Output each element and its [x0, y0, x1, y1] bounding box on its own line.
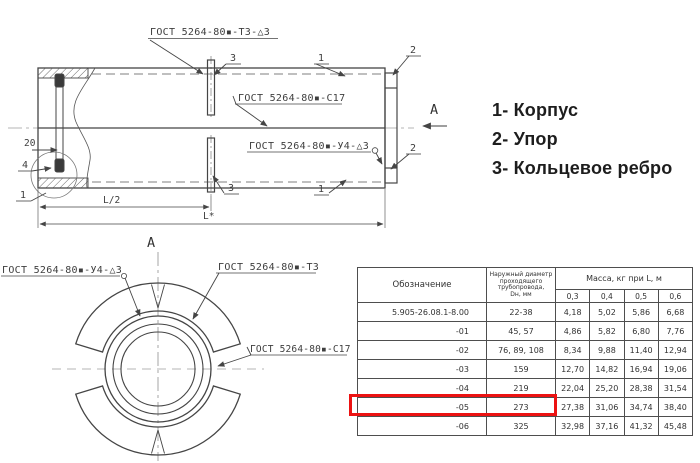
cell-mass: 41,32: [623, 416, 659, 436]
cell-mass: 14,82: [589, 359, 625, 379]
cell-diameter: 325: [486, 416, 556, 436]
table-row: -03 159 12,70 14,82 16,94 19,06: [357, 359, 694, 379]
legend-item-upor: 2- Упор: [492, 129, 558, 149]
cell-mass: 37,16: [589, 416, 625, 436]
legend-item-korpus: 1- Корпус: [492, 100, 579, 120]
cell-mass: 22,04: [554, 378, 591, 398]
diameter-header-line: трубопровода,: [497, 284, 545, 291]
cell-mass: 9,88: [589, 340, 625, 360]
table-subheader-row: 0,3 0,4 0,5 0,6: [358, 289, 694, 303]
cell-designation: 5.905-26.08.1-8.00: [357, 302, 487, 322]
part-label-stop-top: 2: [410, 45, 416, 56]
part-label-rib-bottom: 3: [228, 183, 234, 194]
cell-mass: 11,40: [623, 340, 659, 360]
diameter-header-line: Dн, мм: [510, 290, 532, 298]
table-row: -02 76, 89, 108 8,34 9,88 11,40 12,94: [357, 340, 694, 360]
cell-mass: 7,76: [657, 321, 694, 341]
weld-callout-u4: ГОСТ 5264-80▪-У4-△3: [2, 265, 122, 276]
cell-mass: 12,94: [657, 340, 694, 360]
weld-callout-t3: ГОСТ 5264-80▪-Т3: [218, 262, 319, 273]
table-row: -04 219 22,04 25,20 28,38 31,54: [357, 378, 694, 398]
col-header-diameter: Наружный диаметр проходящего трубопровод…: [486, 267, 556, 303]
col-header-L03: 0,3: [554, 289, 591, 303]
col-header-L05: 0,5: [623, 289, 659, 303]
cell-mass: 4,86: [554, 321, 591, 341]
ring-ribs: [206, 56, 216, 198]
callout-underlines: [16, 38, 421, 202]
cell-mass: 27,38: [554, 397, 591, 417]
section-view-drawing: А ГОСТ 526: [1, 235, 350, 461]
cell-mass: 32,98: [554, 416, 591, 436]
cell-mass: 5,86: [623, 302, 659, 322]
highlight-box: [349, 394, 557, 416]
view-arrow-letter: А: [430, 102, 438, 118]
break-wave-line: [73, 67, 96, 189]
cell-mass: 34,74: [623, 397, 659, 417]
dimension-lines: [37, 189, 386, 228]
cell-mass: 38,40: [657, 397, 694, 417]
cell-diameter: 22-38: [486, 302, 556, 322]
table-row: -06 325 32,98 37,16 41,32 45,48: [357, 416, 694, 436]
diameter-header-line: проходящего: [499, 277, 543, 285]
cell-mass: 6,68: [657, 302, 694, 322]
cell-diameter: 76, 89, 108: [486, 340, 556, 360]
dim-full-length: L*: [203, 211, 214, 222]
legend-item-rebro: 3- Кольцевое ребро: [492, 158, 673, 178]
cell-designation: -06: [357, 416, 487, 436]
inner-ring: [54, 73, 65, 173]
diameter-header-line: Наружный диаметр: [489, 271, 553, 278]
cell-mass: 16,94: [623, 359, 659, 379]
col-header-L04: 0,4: [589, 289, 625, 303]
weld-callout-c17: ГОСТ 5264-80▪-С17: [238, 93, 345, 104]
weld-callout-c17: ГОСТ 5264-80▪-С17: [250, 344, 350, 355]
dim-offset-20: 20: [24, 138, 36, 149]
pipe-circles: [104, 315, 212, 423]
cell-mass: 19,06: [657, 359, 694, 379]
part-label-rib-top: 3: [230, 53, 236, 64]
cell-mass: 8,34: [554, 340, 591, 360]
part-label-ring: 4: [22, 160, 28, 171]
cell-designation: -03: [357, 359, 487, 379]
part-label-body-bottom: 1: [318, 184, 324, 195]
col-header-designation: Обозначение: [357, 267, 487, 303]
weld-callout-u4: ГОСТ 5264-80▪-У4-△3: [249, 141, 369, 152]
cell-mass: 45,48: [657, 416, 694, 436]
cell-designation: -02: [357, 340, 487, 360]
section-centerlines: [52, 252, 264, 461]
cell-mass: 4,18: [554, 302, 591, 322]
cell-diameter: 159: [486, 359, 556, 379]
section-underlines: [1, 272, 347, 356]
cell-diameter: 45, 57: [486, 321, 556, 341]
cell-mass: 31,54: [657, 378, 694, 398]
part-label-detail: 1: [20, 190, 26, 201]
shell-body: [37, 67, 386, 189]
section-leaders: [124, 272, 252, 367]
part-label-stop-bottom: 2: [410, 143, 416, 154]
dim-half-length: L/2: [103, 195, 120, 206]
section-title: А: [147, 235, 155, 251]
weld-all-around-flag: [121, 273, 128, 280]
spec-table: Обозначение Наружный диаметр проходящего…: [357, 267, 694, 436]
cell-mass: 6,80: [623, 321, 659, 341]
main-view-drawing: ГОСТ 5264-80▪-Т3-△3 ГОСТ 5264-80▪-С17 ГО…: [8, 27, 447, 228]
col-header-mass: Масса, кг при L, м: [555, 267, 693, 290]
weld-callout-t3: ГОСТ 5264-80▪-Т3-△3: [150, 27, 270, 38]
cell-mass: 31,06: [589, 397, 625, 417]
col-header-L06: 0,6: [657, 289, 694, 303]
cell-mass: 5,02: [589, 302, 625, 322]
split-ring-rib: [74, 282, 242, 456]
hidden-wall-lines: [92, 73, 383, 183]
part-label-body-top: 1: [318, 53, 324, 64]
cell-mass: 25,20: [589, 378, 625, 398]
weld-all-around-flag: [371, 147, 379, 154]
leader-lines: [30, 39, 410, 202]
cell-mass: 5,82: [589, 321, 625, 341]
table-row: -01 45, 57 4,86 5,82 6,80 7,76: [357, 321, 694, 341]
parts-legend: 1- Корпус 2- Упор 3- Кольцевое ребро: [492, 96, 672, 183]
table-row: 5.905-26.08.1-8.00 22-38 4,18 5,02 5,86 …: [357, 302, 694, 322]
cell-mass: 12,70: [554, 359, 591, 379]
cell-mass: 28,38: [623, 378, 659, 398]
cell-designation: -01: [357, 321, 487, 341]
table-header-row: Обозначение Наружный диаметр проходящего…: [357, 267, 693, 303]
